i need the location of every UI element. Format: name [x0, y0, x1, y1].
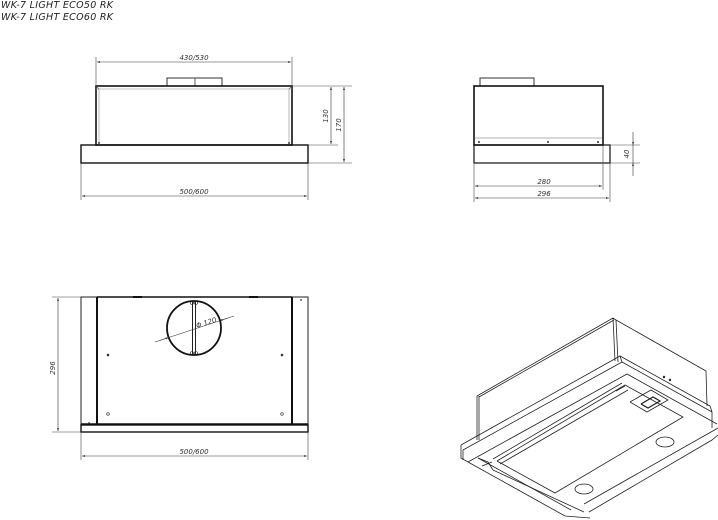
model-title-eco50: WK-7 LIGHT ECO50 RK: [1, 0, 114, 11]
front-view: 430/530 500/600 130 170: [80, 54, 352, 200]
dim-height-body: 130: [322, 109, 330, 123]
top-view: Φ 120 296 500/600: [49, 296, 309, 460]
dim-top-depth: 296: [49, 361, 57, 375]
dim-top-width: 500/600: [179, 448, 209, 456]
front-panel: [80, 144, 309, 164]
dim-outlet-diameter: Φ 120: [195, 316, 218, 330]
side-panel: [473, 144, 611, 164]
top-front-strip: [80, 424, 309, 433]
isometric-view: [460, 317, 718, 519]
hood-body: [95, 85, 293, 146]
outlet-circle: [166, 300, 222, 356]
outlet-collar: [166, 77, 223, 87]
dim-height-total: 170: [335, 118, 343, 132]
dim-width-top: 430/530: [179, 54, 209, 62]
dim-depth-inner: 280: [537, 178, 551, 186]
model-title-eco60: WK-7 LIGHT ECO60 RK: [1, 12, 114, 23]
dim-panel-height: 40: [623, 149, 631, 158]
side-outlet-collar: [479, 77, 535, 87]
top-outline: [80, 296, 309, 426]
side-view: 280 296 40: [473, 77, 640, 202]
dim-width-bottom: 500/600: [179, 188, 209, 196]
side-body: [473, 85, 604, 146]
model-titles: WK-7 LIGHT ECO50 RK WK-7 LIGHT ECO60 RK: [1, 0, 113, 24]
dim-depth-outer: 296: [537, 190, 551, 198]
